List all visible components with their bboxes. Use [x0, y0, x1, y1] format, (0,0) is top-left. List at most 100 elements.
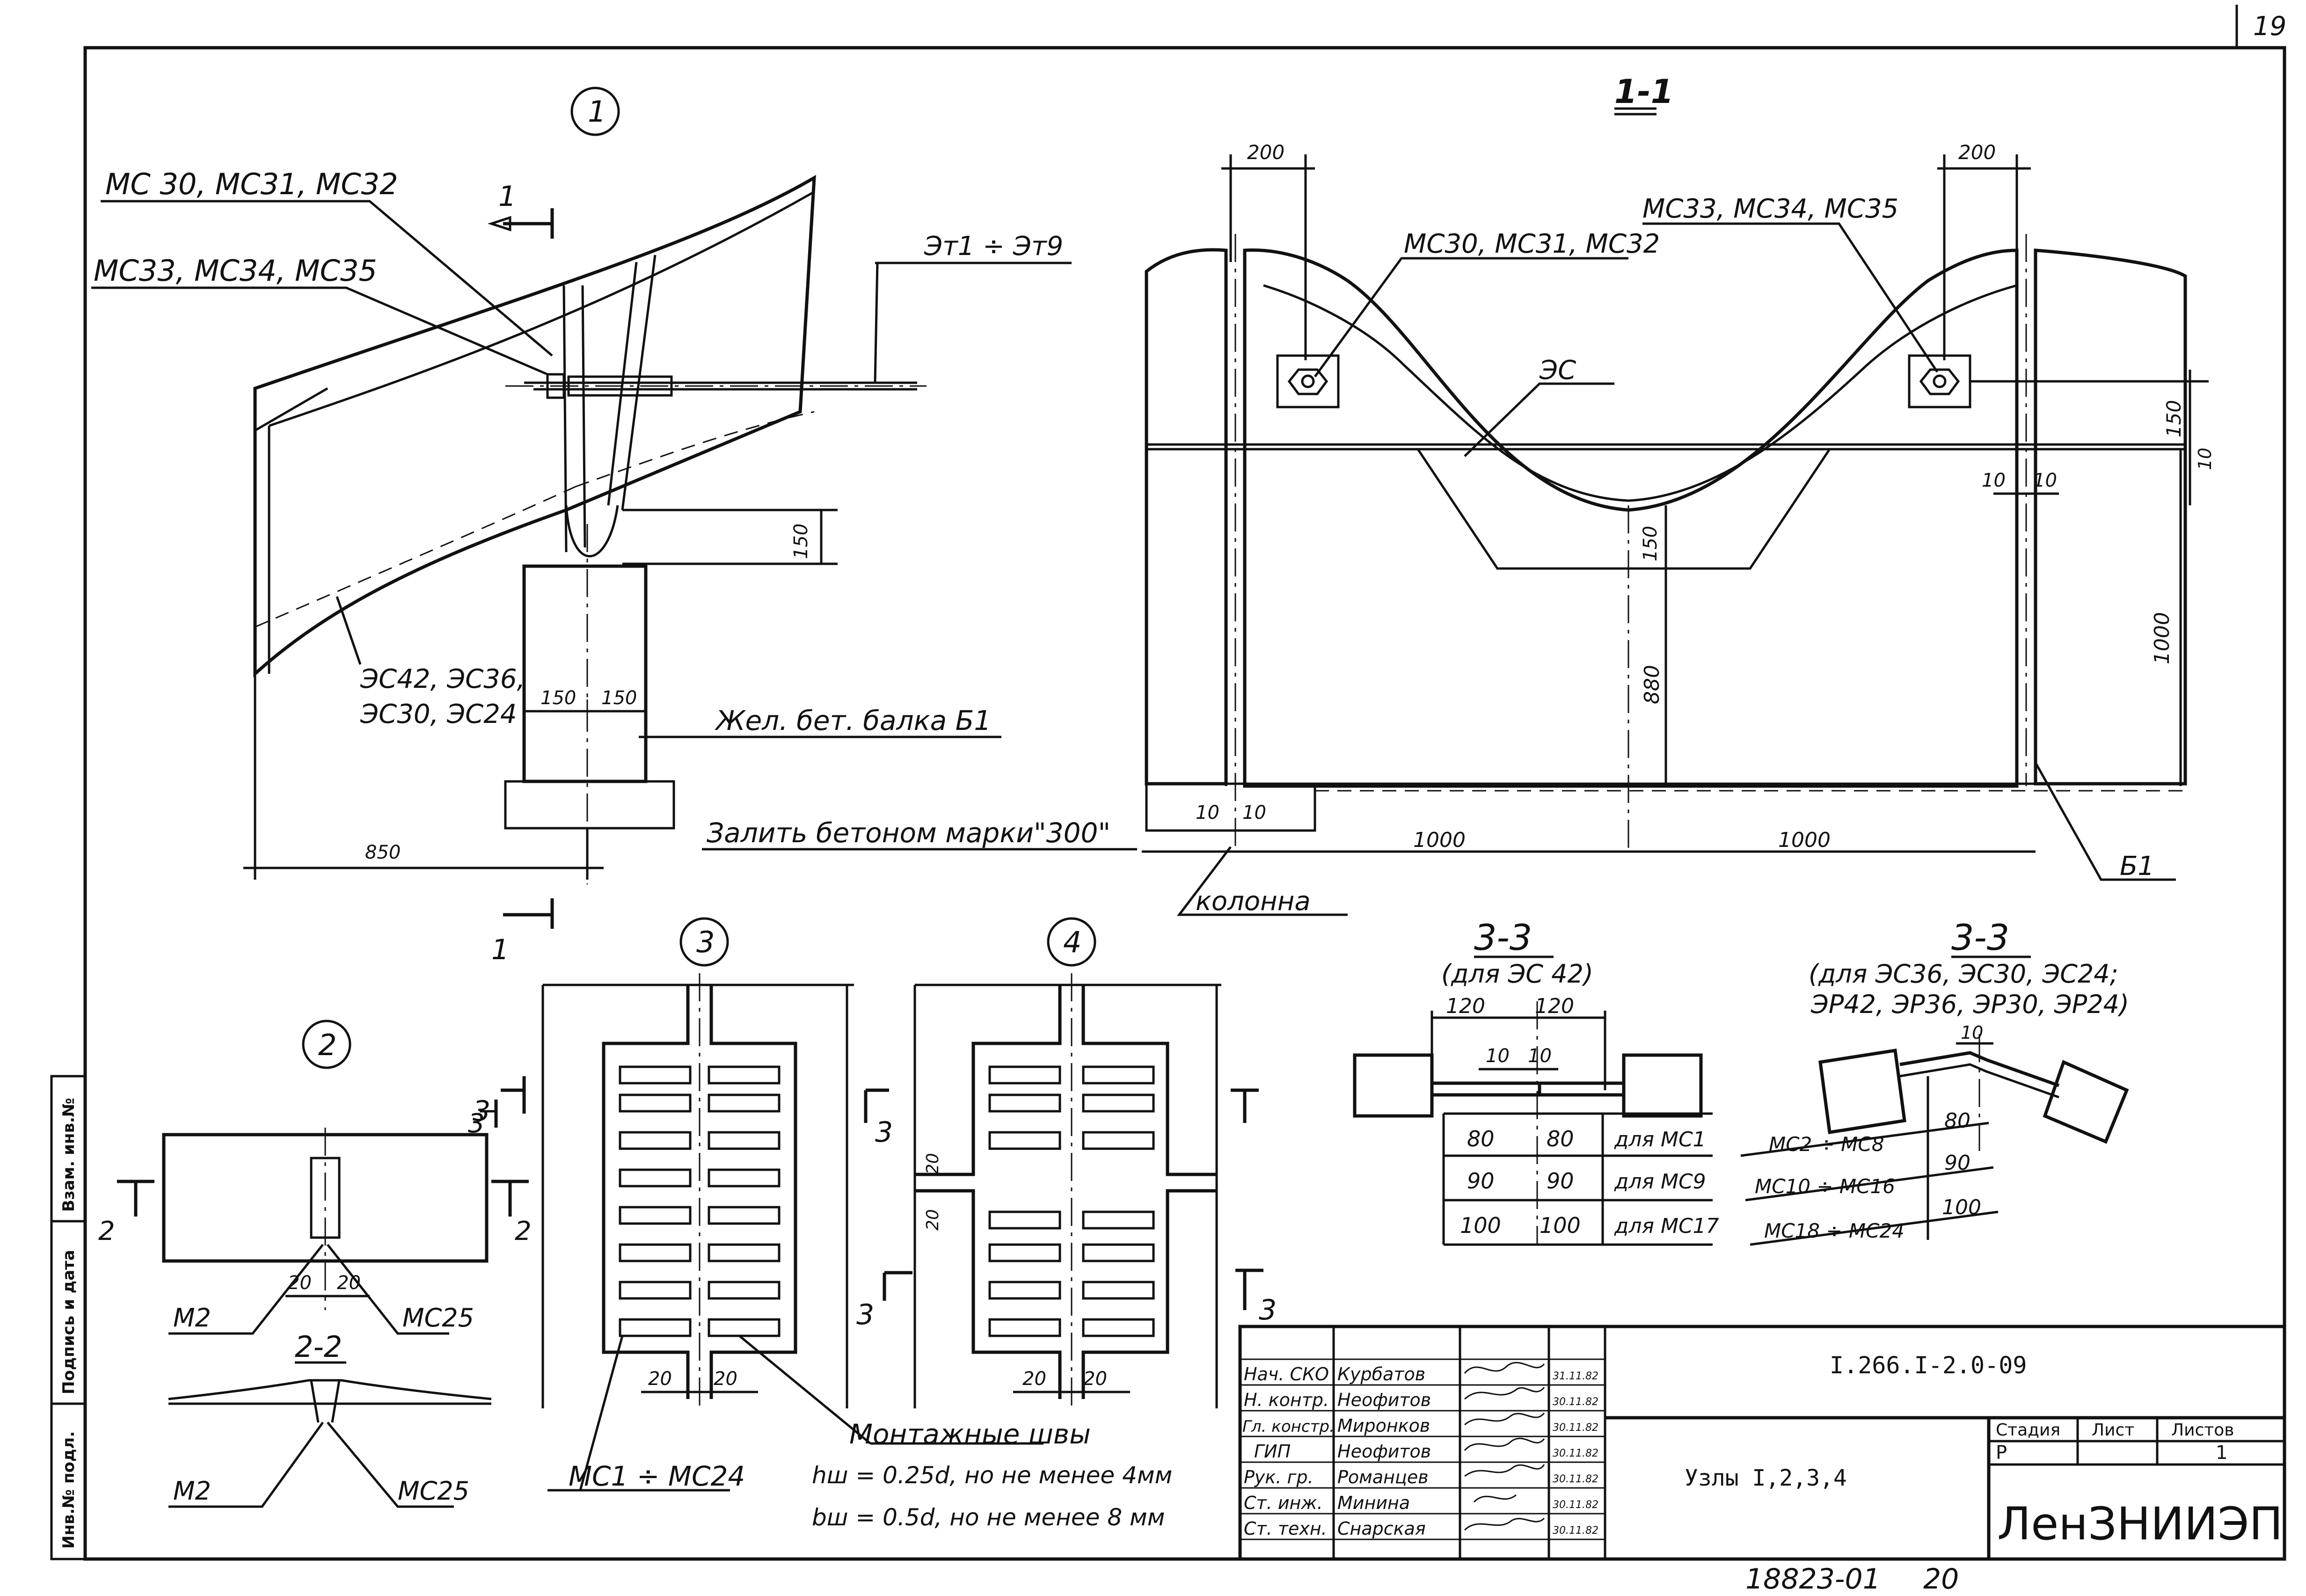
dim-150-a: 150	[540, 687, 576, 709]
tb-name-6: Снарская	[1337, 1518, 1426, 1539]
view3-label-mc1-24: МС1 ÷ МС24	[569, 1460, 745, 1492]
view2-label-m2: М2	[173, 1303, 211, 1333]
dim-850: 850	[365, 842, 401, 863]
title-block-signers: Нач. СКО Курбатов 31.11.82 Н. контр. Нео…	[1242, 1364, 1598, 1539]
view3-dim-20-b: 20	[714, 1368, 737, 1390]
section33b-table: МС2 ÷ МС8 80 МС10 ÷ МС16 90 МС18 ÷ МС24 …	[1740, 1076, 1999, 1246]
callout-2: 2	[318, 1028, 336, 1062]
sheet-corner-number: 19	[2253, 11, 2286, 42]
view2-mark-3: 3	[468, 1108, 485, 1139]
label-es: ЭС	[1539, 355, 1576, 386]
tb-org: ЛенЗНИИЭП	[1997, 1498, 2283, 1550]
section33a-r2-c2: для МС17	[1614, 1214, 1719, 1238]
label-1-1-mc33-35: МС33, МС34, МС35	[1642, 194, 1898, 224]
tb-sheets: 1	[2216, 1442, 2227, 1464]
side-stamp-replace: Взам. инв.№	[59, 1098, 78, 1212]
view-node-1: 1 1 1	[91, 87, 1137, 966]
view4-mark-3-right: 3	[1259, 1294, 1277, 1326]
dim-150-right: 150	[2162, 400, 2185, 437]
view2-section-label-m2: М2	[173, 1476, 211, 1506]
view-section-1-1: 1-1	[1142, 73, 2215, 917]
section33a-r1-c0: 90	[1467, 1168, 1495, 1194]
section33a-r2-c0: 100	[1460, 1213, 1501, 1238]
callout-circle-1	[570, 87, 620, 136]
label-mc33-35: МС33, МС34, МС35	[94, 254, 377, 288]
tb-name-5: Минина	[1337, 1493, 1410, 1513]
view2-section-label-mc25: МС25	[398, 1476, 469, 1506]
label-es42-line1: ЭС42, ЭС36,	[360, 664, 525, 694]
section-mark-1-top: 1	[498, 180, 516, 213]
title-block-signatures	[1464, 1362, 1545, 1531]
title-1-1: 1-1	[1614, 73, 1673, 111]
dim-200-right: 200	[1958, 141, 1996, 164]
tb-name-2: Миронков	[1337, 1415, 1430, 1436]
section33b-r0-val: 80	[1944, 1109, 1970, 1133]
tb-name: Узлы I,2,3,4	[1685, 1465, 1847, 1491]
title-block-rows	[1240, 1358, 1605, 1540]
tb-role-5: Ст. инж.	[1244, 1493, 1323, 1513]
section33a-r0-c0: 80	[1467, 1126, 1495, 1151]
dim-150-vertical: 150	[790, 524, 812, 559]
dim-150-center: 150	[1640, 526, 1661, 561]
tb-sheet-label: Лист	[2092, 1421, 2134, 1440]
dim-10-d: 10	[1242, 802, 1266, 824]
tb-date-0: 31.11.82	[1553, 1370, 1598, 1382]
tb-role-6: Ст. техн.	[1244, 1518, 1327, 1539]
section33b-subtitle-1: (для ЭС36, ЭС30, ЭС24;	[1809, 959, 2118, 989]
section33a-r0-c2: для МС1	[1614, 1128, 1706, 1151]
view-node-3: 3 3 3 3 20 20 МС1 ÷ МС24	[473, 917, 1044, 1492]
side-stamp: Инв.№ подл. Подпись и дата Взам. инв.№	[50, 1075, 87, 1560]
callout-3: 3	[696, 925, 715, 959]
section33b-r1-val: 90	[1944, 1151, 1970, 1175]
view2-mark-2-left: 2	[98, 1216, 115, 1246]
column-b1	[522, 564, 648, 783]
view4-dim-20-a: 20	[1022, 1368, 1046, 1390]
tb-stage: Р	[1996, 1442, 2007, 1464]
tb-name-3: Неофитов	[1337, 1441, 1431, 1462]
tb-name-1: Неофитов	[1337, 1390, 1431, 1410]
tb-date-1: 30.11.82	[1553, 1396, 1598, 1408]
weld-title: Монтажные швы	[849, 1418, 1091, 1450]
view3-mark-3-lower-left: 3	[856, 1298, 874, 1331]
tb-role-3: ГИП	[1254, 1441, 1291, 1462]
section33a-r0-c1: 80	[1547, 1126, 1574, 1151]
dim-150-b: 150	[601, 687, 637, 709]
view4-welds	[988, 1065, 1155, 1337]
tb-date-2: 30.11.82	[1553, 1422, 1598, 1434]
callout-4: 4	[1063, 925, 1081, 959]
view-node-4: 4 20 20 3 20 20 Монтажные швы hш = 0.25d…	[812, 917, 1277, 1531]
label-mc30-32: МС 30, МС31, МС32	[105, 167, 398, 201]
tb-name-4: Романцев	[1337, 1467, 1429, 1487]
view3-welds	[619, 1065, 781, 1337]
label-et1-9: Эт1 ÷ Эт9	[924, 231, 1063, 262]
title-block: Нач. СКО Курбатов 31.11.82 Н. контр. Нео…	[1238, 1325, 2286, 1561]
side-stamp-inv: Инв.№ подл.	[59, 1431, 78, 1549]
section33a-r2-c1: 100	[1540, 1213, 1581, 1238]
tb-date-5: 30.11.82	[1553, 1499, 1598, 1511]
view4-dim-20-b: 20	[1083, 1368, 1107, 1390]
tb-sheets-label: Листов	[2171, 1421, 2234, 1440]
sheet-frame	[83, 46, 2286, 1561]
callout-1: 1	[588, 95, 606, 129]
weld-line-1: hш = 0.25d, но не менее 4мм	[812, 1462, 1172, 1489]
view3-mark-3-right: 3	[875, 1116, 893, 1149]
label-1-1-mc30-32: МС30, МС31, МС32	[1404, 229, 1660, 259]
bottom-doc-suffix: 20	[1923, 1563, 1959, 1596]
section33b-r0-label: МС2 ÷ МС8	[1769, 1133, 1884, 1156]
title-2-2: 2-2	[295, 1330, 342, 1364]
view3-plate	[602, 985, 797, 1399]
dim-10-right: 10	[2195, 448, 2215, 470]
dim-10-c: 10	[1196, 802, 1219, 824]
view3-mark-3-left: 3	[473, 1095, 490, 1128]
section33b-dim-10: 10	[1961, 1022, 1983, 1043]
tb-code: I.266.I-2.0-09	[1830, 1352, 2027, 1379]
dim-1000-a: 1000	[1413, 828, 1466, 852]
view4-plate	[915, 985, 1217, 1399]
dim-10-a: 10	[1982, 470, 2006, 491]
view3-dim-20-a: 20	[648, 1368, 672, 1390]
section33a-title: 3-3	[1474, 917, 1532, 958]
dim-1000-b: 1000	[1778, 828, 1831, 852]
tb-role-0: Нач. СКО	[1244, 1364, 1329, 1385]
section33b-title: 3-3	[1951, 917, 2009, 958]
